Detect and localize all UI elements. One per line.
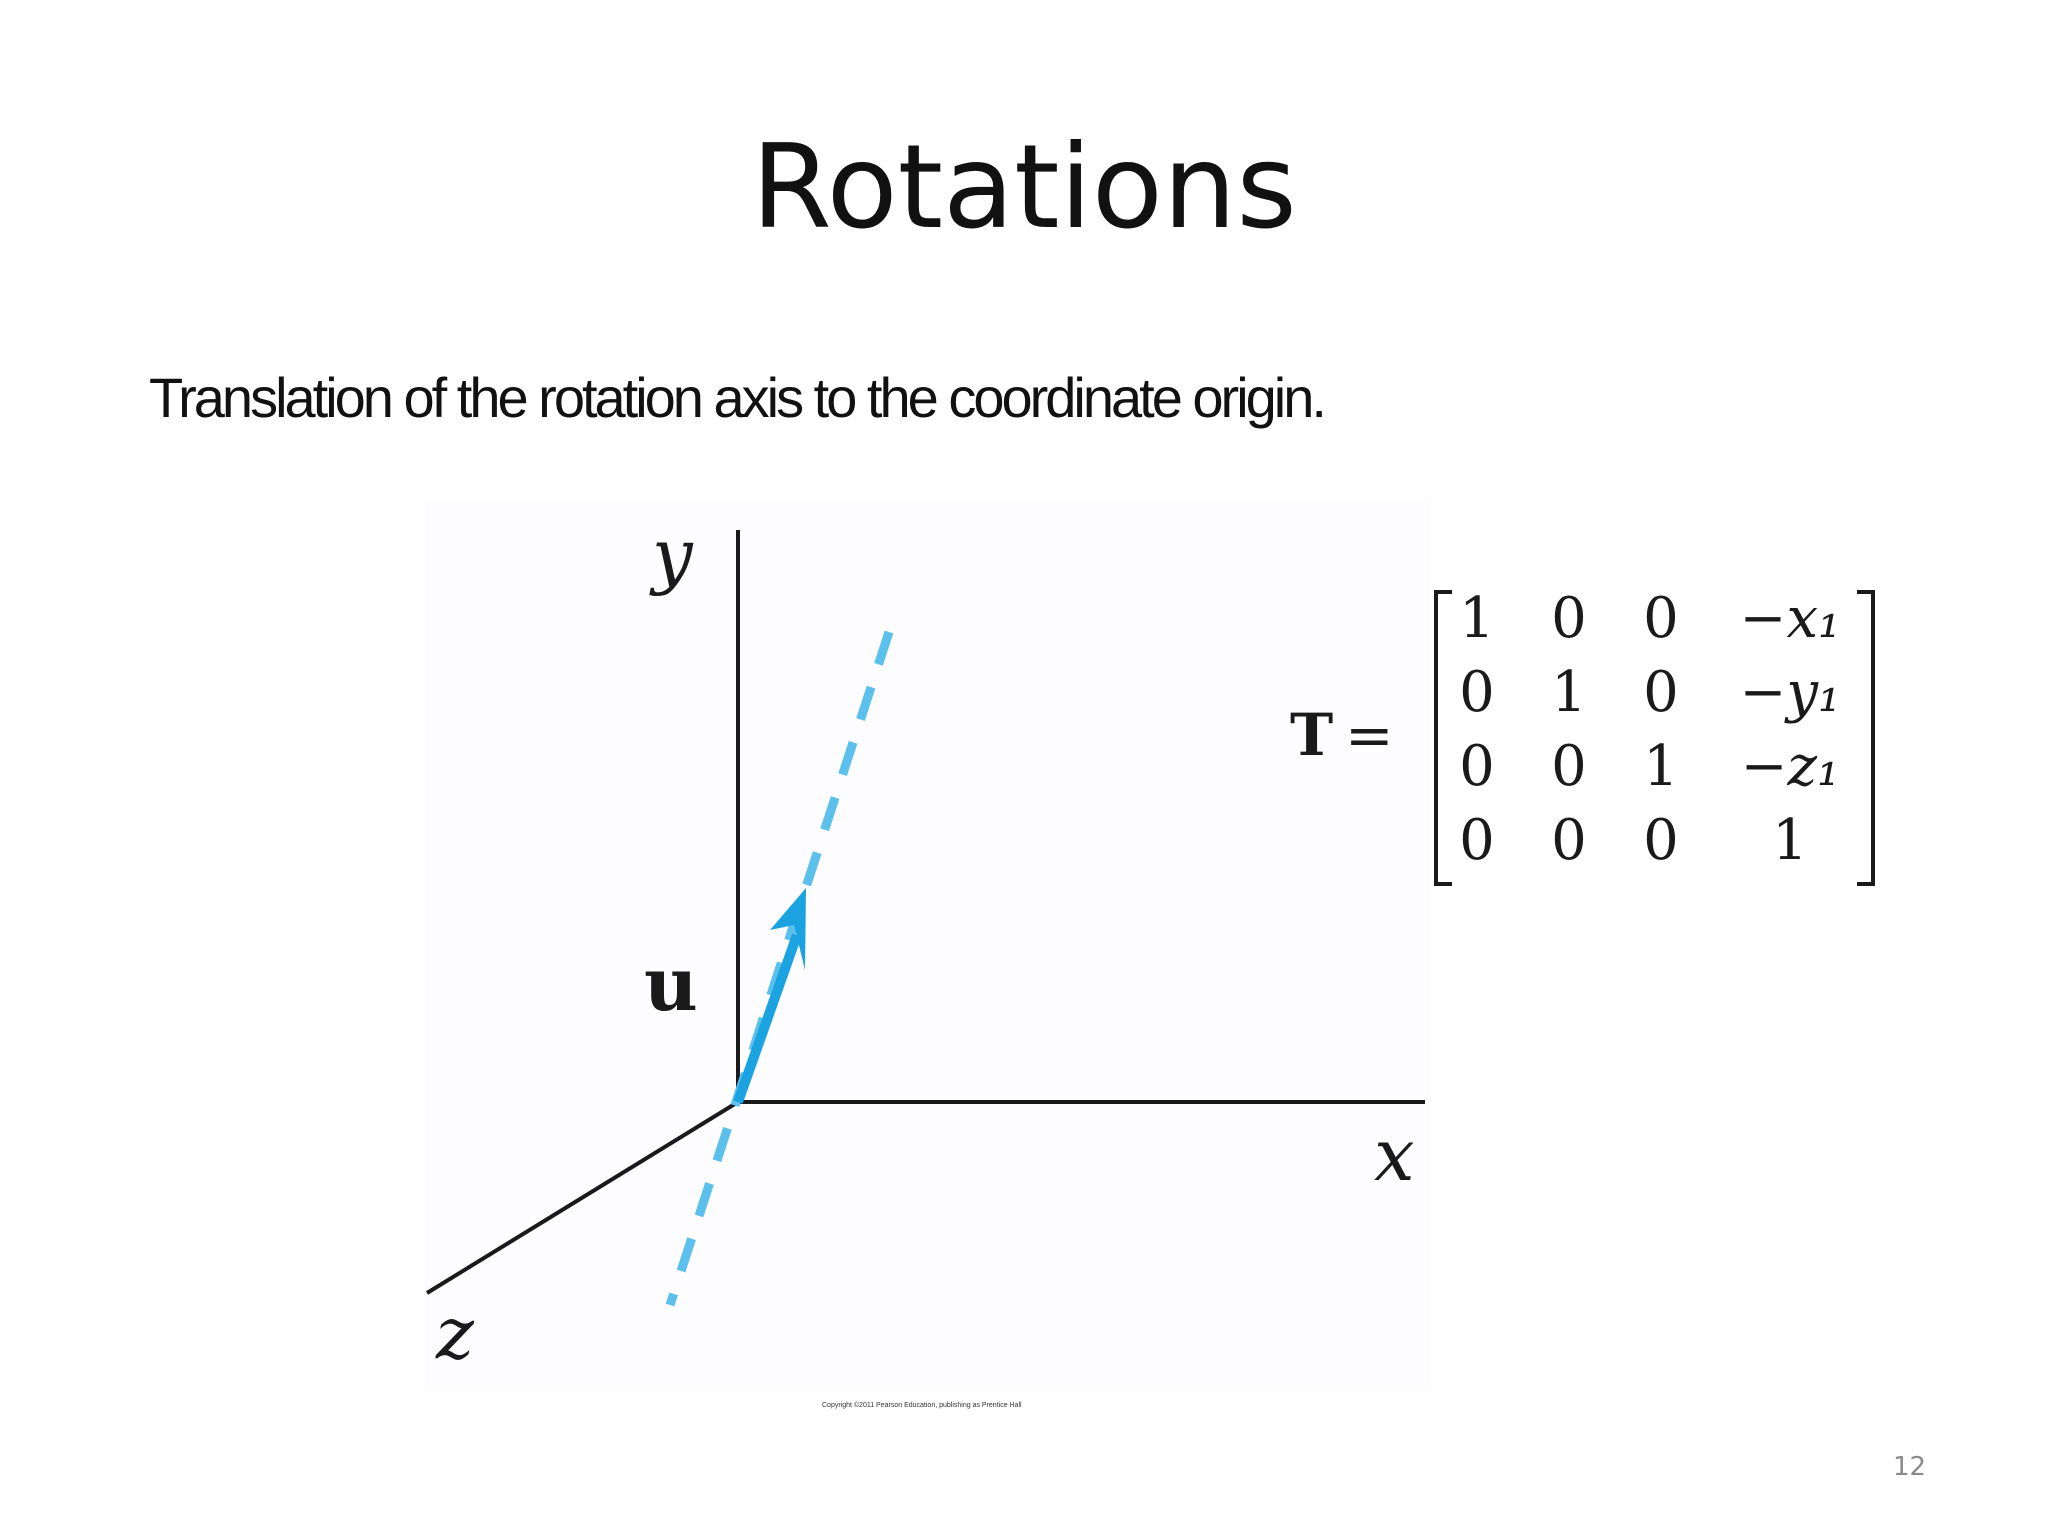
matrix-cell: 0 xyxy=(1459,808,1495,873)
vector-u-shaft xyxy=(733,933,802,1104)
slide-subtitle: Translation of the rotation axis to the … xyxy=(149,366,1327,429)
matrix-cell: −x₁ xyxy=(1740,586,1841,651)
vector-u-label: u xyxy=(644,942,698,1028)
matrix-cell: 0 xyxy=(1551,586,1587,651)
matrix-cell: 0 xyxy=(1459,734,1495,799)
matrix-cell: 0 xyxy=(1643,808,1679,873)
page-number: 12 xyxy=(1893,1452,1927,1482)
y-axis-label: y xyxy=(649,513,694,597)
matrix-right-bracket xyxy=(1857,590,1875,886)
matrix-cell: 0 xyxy=(1551,808,1587,873)
z-axis-line xyxy=(425,1100,740,1295)
matrix-equals-sign: = xyxy=(1345,701,1394,769)
matrix-cell: −z₁ xyxy=(1741,734,1840,799)
rotation-axis-dashed-line xyxy=(665,630,894,1307)
matrix-cell: 0 xyxy=(1459,660,1495,725)
figure-background xyxy=(425,500,1430,1390)
translation-matrix: T = 1 0 0 −x₁ 0 1 0 −y₁ 0 0 1 −z₁ 0 0 0 … xyxy=(1290,586,1875,886)
matrix-cell: −y₁ xyxy=(1739,660,1840,725)
matrix-left-bracket xyxy=(1434,590,1452,886)
matrix-name: T xyxy=(1290,701,1333,769)
z-axis-label: z xyxy=(435,1291,475,1375)
matrix-cell: 1 xyxy=(1551,660,1587,725)
vector-u-arrowhead xyxy=(770,888,806,970)
copyright-notice: Copyright ©2011 Pearson Education, publi… xyxy=(822,1402,1022,1409)
matrix-cell: 0 xyxy=(1643,660,1679,725)
slide-title: Rotations xyxy=(751,120,1297,255)
matrix-cell: 1 xyxy=(1772,808,1808,873)
x-axis-label: x xyxy=(1374,1113,1415,1197)
matrix-cell: 1 xyxy=(1643,734,1679,799)
matrix-cell: 0 xyxy=(1551,734,1587,799)
matrix-cell: 1 xyxy=(1459,586,1495,651)
matrix-cell: 0 xyxy=(1643,586,1679,651)
